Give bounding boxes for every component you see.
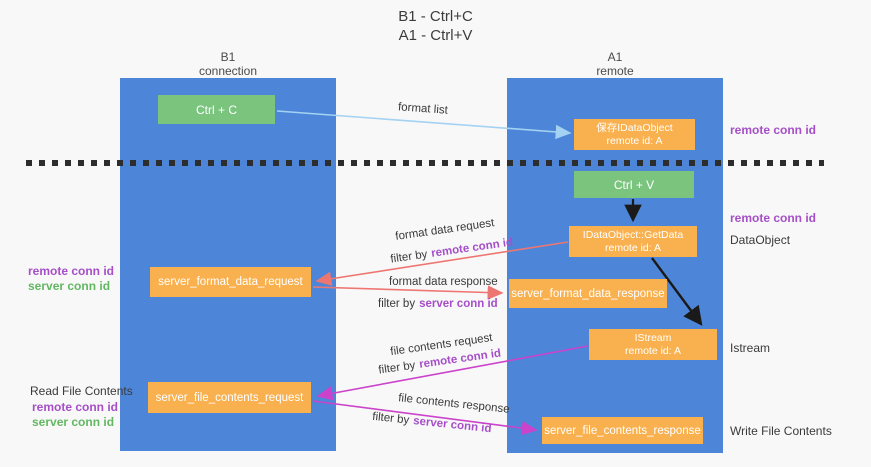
title-line-1: B1 - Ctrl+C	[398, 8, 473, 25]
format-data-response-text: format data response	[389, 276, 498, 288]
box-server-file-contents-request: server_file_contents_request	[148, 382, 311, 413]
filter-by-text: filter by	[378, 298, 416, 310]
diagram-title: B1 - Ctrl+C A1 - Ctrl+V	[0, 7, 871, 45]
istream-line1: IStream	[634, 331, 672, 344]
label-format-data-response: format data response	[389, 276, 498, 288]
ctrl-c-label: Ctrl + C	[195, 102, 237, 117]
annotation-server-conn-id-left-1: server conn id	[28, 279, 111, 293]
box-server-file-contents-response: server_file_contents_response	[542, 417, 703, 444]
label-filter-by-server-conn-id-1: filter by server conn id	[378, 298, 498, 310]
annotation-write-file-contents: Write File Contents	[730, 424, 832, 438]
annotation-remote-conn-id-right-2: remote conn id	[730, 211, 817, 225]
annotation-remote-conn-id-left-1: remote conn id	[28, 264, 115, 278]
arrow-getdata-to-istream	[651, 257, 703, 326]
column-b1-name: B1	[220, 50, 236, 64]
column-header-a1: A1 remote	[507, 50, 723, 78]
box-server-format-data-response: server_format_data_response	[509, 279, 667, 308]
save-idataobject-line2: remote id: A	[606, 134, 663, 147]
column-a1-name: A1	[607, 50, 623, 64]
server-format-data-request-label: server_format_data_request	[158, 276, 303, 288]
box-ctrl-v: Ctrl + V	[574, 171, 694, 198]
server-file-contents-response-label: server_file_contents_response	[544, 424, 701, 437]
arrow-file-contents-request	[316, 345, 589, 401]
getdata-line2: remote id: A	[604, 241, 662, 254]
box-server-format-data-request: server_format_data_request	[150, 267, 311, 297]
ctrl-v-label: Ctrl + V	[613, 177, 655, 192]
box-save-idataobject: 保存IDataObject remote id: A	[574, 119, 695, 150]
annotation-istream: Istream	[730, 341, 771, 355]
column-a1-role: remote	[596, 64, 634, 78]
server-conn-id-text: server conn id	[419, 298, 498, 310]
annotation-server-conn-id-left-2: server conn id	[32, 415, 115, 429]
istream-line2: remote id: A	[624, 344, 682, 357]
server-format-data-response-label: server_format_data_response	[511, 287, 665, 300]
annotation-read-file-contents: Read File Contents	[30, 384, 133, 398]
box-ctrl-c: Ctrl + C	[158, 95, 275, 124]
arrow-format-data-request	[315, 241, 569, 286]
annotation-remote-conn-id-left-2: remote conn id	[32, 400, 119, 414]
annotation-remote-conn-id-right-1: remote conn id	[730, 123, 817, 137]
box-idataobject-getdata: IDataObject::GetData remote id: A	[569, 226, 697, 257]
save-idataobject-line1: 保存IDataObject	[596, 121, 673, 134]
getdata-line1: IDataObject::GetData	[582, 228, 684, 241]
arrow-format-data-response	[312, 285, 504, 300]
arrow-format-list	[276, 110, 572, 140]
arrow-file-contents-response	[312, 400, 538, 436]
title-line-2: A1 - Ctrl+V	[398, 27, 473, 44]
column-header-b1: B1 connection	[120, 50, 336, 78]
annotation-dataobject: DataObject	[730, 233, 791, 247]
box-istream: IStream remote id: A	[589, 329, 717, 360]
server-file-contents-request-label: server_file_contents_request	[155, 391, 304, 404]
column-b1-role: connection	[198, 64, 258, 78]
